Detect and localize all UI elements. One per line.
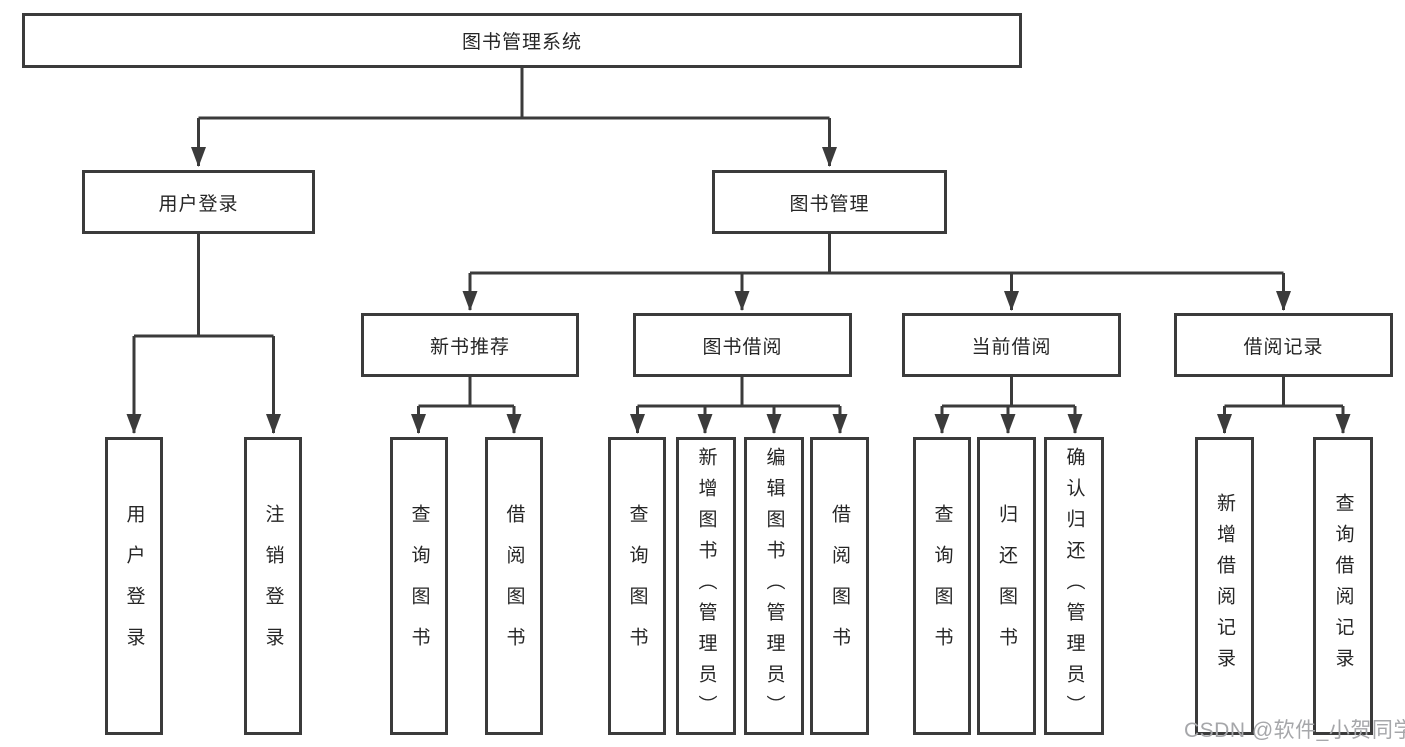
leaf-label: 借阅图书 bbox=[829, 504, 850, 668]
leaf-label: 编辑图书（管理员） bbox=[763, 446, 785, 726]
leaf-return-books: 归还图书 bbox=[977, 437, 1036, 735]
leaf-label: 新增图书（管理员） bbox=[695, 446, 717, 726]
leaf-label: 查询图书 bbox=[408, 504, 430, 668]
node-label: 用户登录 bbox=[158, 193, 239, 215]
leaf-label: 确认归还（管理员） bbox=[1063, 446, 1085, 726]
node-new-book-recommend: 新书推荐 bbox=[361, 313, 579, 377]
node-label: 当前借阅 bbox=[971, 336, 1052, 358]
leaf-add-borrow-record: 新增借阅记录 bbox=[1195, 437, 1254, 735]
leaf-label: 新增借阅记录 bbox=[1214, 493, 1235, 679]
leaf-borrow-books-2: 借阅图书 bbox=[810, 437, 869, 735]
leaf-label: 用户登录 bbox=[123, 504, 145, 668]
node-label: 新书推荐 bbox=[429, 336, 510, 358]
leaf-query-books-3: 查询图书 bbox=[913, 437, 971, 735]
leaf-borrow-books: 借阅图书 bbox=[485, 437, 543, 735]
node-borrow-records: 借阅记录 bbox=[1174, 313, 1393, 377]
leaf-user-login: 用户登录 bbox=[105, 437, 163, 735]
leaf-label: 借阅图书 bbox=[503, 504, 525, 668]
leaf-logout-login: 注销登录 bbox=[244, 437, 302, 735]
node-current-borrow: 当前借阅 bbox=[902, 313, 1121, 377]
leaf-query-books: 查询图书 bbox=[390, 437, 448, 735]
node-label: 图书管理系统 bbox=[461, 32, 582, 53]
leaf-confirm-return-admin: 确认归还（管理员） bbox=[1044, 437, 1104, 735]
node-label: 借阅记录 bbox=[1243, 336, 1324, 358]
leaf-label: 注销登录 bbox=[262, 504, 284, 668]
node-user-login: 用户登录 bbox=[82, 170, 315, 234]
leaf-label: 查询图书 bbox=[931, 504, 953, 668]
node-book-management: 图书管理 bbox=[712, 170, 947, 234]
leaf-query-books-2: 查询图书 bbox=[608, 437, 666, 735]
node-label: 图书借阅 bbox=[702, 336, 783, 358]
leaf-label: 归还图书 bbox=[996, 504, 1017, 668]
leaf-edit-books-admin: 编辑图书（管理员） bbox=[744, 437, 804, 735]
leaf-add-books-admin: 新增图书（管理员） bbox=[676, 437, 736, 735]
csdn-watermark: CSDN @软件_小贺同学 bbox=[1184, 719, 1405, 742]
leaf-label: 查询借阅记录 bbox=[1332, 493, 1354, 679]
node-root-library-system: 图书管理系统 bbox=[22, 13, 1022, 68]
leaf-label: 查询图书 bbox=[626, 504, 648, 668]
leaf-query-borrow-record: 查询借阅记录 bbox=[1313, 437, 1373, 735]
node-label: 图书管理 bbox=[789, 193, 870, 215]
node-book-borrow: 图书借阅 bbox=[633, 313, 852, 377]
